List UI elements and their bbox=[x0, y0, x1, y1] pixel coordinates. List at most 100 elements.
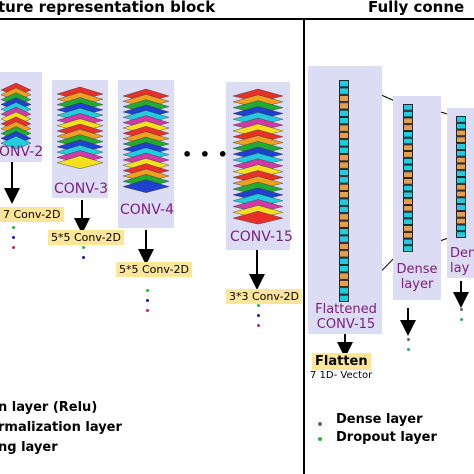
neuron-cell bbox=[339, 198, 349, 206]
dot-icon bbox=[12, 246, 15, 249]
dot-icon bbox=[318, 437, 322, 441]
dot-icon bbox=[146, 309, 149, 312]
flattened-panel bbox=[308, 66, 382, 334]
section-divider bbox=[303, 18, 305, 474]
section-title-feature: ture representation block bbox=[0, 0, 216, 16]
neuron-cell bbox=[456, 231, 466, 238]
conv4-panel bbox=[118, 80, 174, 228]
neuron-cell bbox=[456, 156, 466, 164]
neuron-cell bbox=[403, 117, 413, 125]
neuron-cell bbox=[456, 163, 466, 171]
neuron-cell bbox=[403, 151, 413, 158]
neuron-cell bbox=[403, 178, 413, 185]
neuron-cell bbox=[339, 124, 349, 132]
neuron-cell bbox=[403, 131, 413, 138]
neuron-cell bbox=[339, 80, 349, 88]
legend-item-batchnorm: rmalization layer bbox=[0, 420, 122, 435]
neuron-cell bbox=[403, 231, 413, 239]
neuron-cell bbox=[456, 143, 466, 150]
neuron-cell bbox=[339, 294, 349, 302]
neuron-cell bbox=[339, 168, 349, 177]
top-border bbox=[0, 18, 474, 20]
neuron-cell bbox=[403, 110, 413, 118]
conv3-feature-stack bbox=[56, 86, 104, 172]
dot-icon bbox=[318, 422, 322, 426]
neuron-cell bbox=[403, 245, 413, 252]
conv15-op-label: 3*3 Conv-2D bbox=[226, 289, 303, 304]
legend-item-dropout: Dropout layer bbox=[336, 430, 437, 445]
feature-map-layer bbox=[122, 179, 170, 193]
neuron-cell bbox=[339, 191, 349, 199]
conv2-op-label: 7 Conv-2D bbox=[0, 207, 64, 222]
conv3-panel bbox=[52, 80, 108, 198]
neuron-cell bbox=[339, 205, 349, 214]
neuron-cell bbox=[403, 124, 413, 131]
conv15-feature-stack bbox=[232, 88, 284, 228]
neuron-cell bbox=[339, 220, 349, 228]
dense1-panel bbox=[393, 96, 441, 300]
conv4-feature-stack bbox=[122, 88, 170, 196]
conv4-label: CONV-4 bbox=[120, 202, 174, 218]
neuron-cell bbox=[403, 238, 413, 246]
neuron-cell bbox=[456, 129, 466, 137]
neuron-cell bbox=[339, 131, 349, 140]
neuron-cell bbox=[339, 183, 349, 191]
neuron-cell bbox=[456, 116, 466, 123]
neuron-cell bbox=[339, 272, 349, 280]
neuron-cell bbox=[456, 170, 466, 177]
neuron-cell bbox=[339, 146, 349, 154]
conv2-label: ONV-2 bbox=[0, 144, 44, 160]
dot-icon bbox=[82, 246, 85, 249]
neuron-cell bbox=[456, 204, 466, 211]
feature-map-layer bbox=[56, 155, 104, 169]
neuron-cell bbox=[339, 109, 349, 117]
flatten-desc: 7 1D- Vector bbox=[310, 370, 373, 381]
legend-item-conv: n layer (Relu) bbox=[0, 400, 98, 415]
legend-item-dense: Dense layer bbox=[336, 412, 423, 427]
legend-item-pooling: ng layer bbox=[0, 440, 58, 455]
neuron-cell bbox=[339, 176, 349, 184]
neuron-cell bbox=[403, 225, 413, 232]
flattened-vector bbox=[339, 80, 349, 302]
dot-icon bbox=[407, 348, 410, 351]
neuron-cell bbox=[339, 279, 349, 288]
neuron-cell bbox=[403, 184, 413, 192]
conv15-label: CONV-15 bbox=[230, 229, 293, 245]
dot-icon bbox=[257, 324, 260, 327]
neuron-cell bbox=[339, 139, 349, 147]
dense2-vector bbox=[456, 116, 466, 238]
neuron-cell bbox=[456, 224, 466, 232]
neuron-cell bbox=[403, 211, 413, 219]
feature-map-layer bbox=[232, 210, 284, 225]
neuron-cell bbox=[403, 144, 413, 151]
neuron-cell bbox=[339, 257, 349, 265]
neuron-cell bbox=[339, 102, 349, 110]
dense2-label: Dens lay bbox=[450, 246, 474, 276]
conv3-op-label: 5*5 Conv-2D bbox=[48, 230, 125, 245]
neuron-cell bbox=[339, 242, 349, 251]
dot-icon bbox=[82, 256, 85, 259]
neuron-cell bbox=[339, 87, 349, 95]
dot-icon bbox=[460, 318, 463, 321]
dense2-panel bbox=[447, 108, 474, 278]
neuron-cell bbox=[339, 228, 349, 236]
neuron-cell bbox=[339, 161, 349, 169]
conv15-panel bbox=[226, 82, 290, 250]
dense1-label: Dense layer bbox=[396, 262, 438, 292]
neuron-cell bbox=[456, 210, 466, 218]
flatten-op-label: Flatten bbox=[312, 353, 371, 370]
neuron-cell bbox=[456, 149, 466, 157]
neuron-cell bbox=[456, 136, 466, 144]
neuron-cell bbox=[456, 183, 466, 191]
dense1-vector bbox=[403, 104, 413, 252]
conv2-panel bbox=[0, 72, 42, 162]
neuron-cell bbox=[403, 191, 413, 199]
dot-icon bbox=[12, 236, 15, 239]
neuron-cell bbox=[339, 213, 349, 221]
dot-icon bbox=[146, 299, 149, 302]
neuron-cell bbox=[339, 94, 349, 103]
feature-map-layer bbox=[0, 135, 32, 150]
neuron-cell bbox=[403, 198, 413, 205]
neuron-cell bbox=[456, 177, 466, 184]
neuron-cell bbox=[456, 122, 466, 130]
